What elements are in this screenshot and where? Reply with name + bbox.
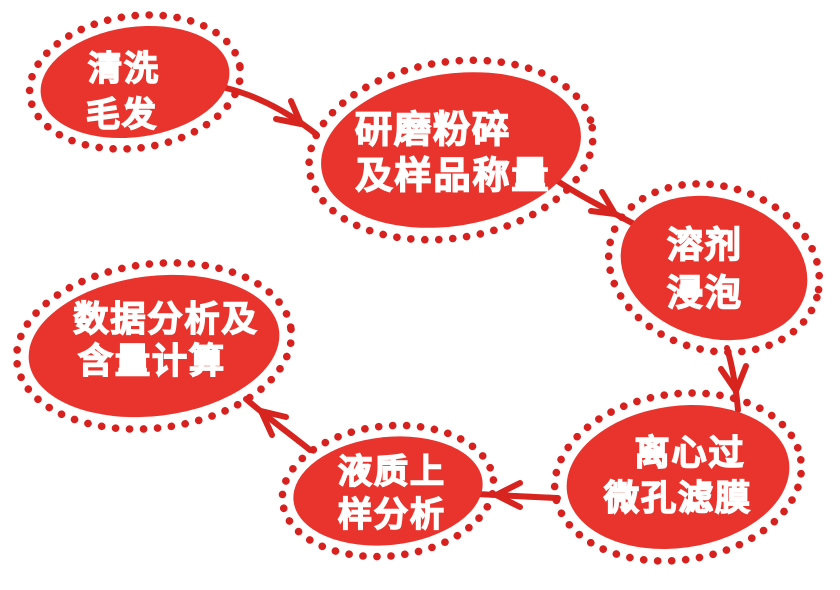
node-shape xyxy=(620,195,808,341)
node-shape xyxy=(293,436,483,546)
flow-node-lcms-analysis: 液质上 样分析 xyxy=(278,421,498,561)
node-dotted-ring xyxy=(278,421,498,561)
node-shape xyxy=(40,25,230,139)
flow-node-solvent-soak: 溶剂 浸泡 xyxy=(604,180,824,356)
arrow-shaft xyxy=(471,491,561,501)
node-label-line1: 溶剂 xyxy=(667,225,743,266)
node-label-line1: 数据分析及 xyxy=(73,300,258,340)
node-dotted-ring xyxy=(550,389,806,565)
node-label-line1: 清洗 xyxy=(88,49,160,89)
node-label-line2: 及样品称量 xyxy=(356,154,551,197)
arrowhead-icon xyxy=(273,98,304,127)
arrow-lcms-analysis-to-data-analysis xyxy=(243,396,313,453)
flow-node-data-analysis: 数据分析及 含量计算 xyxy=(12,259,296,433)
flow-node-centrifuge-filter: 离心过 微孔滤膜 xyxy=(550,389,806,565)
node-dotted-ring xyxy=(25,11,245,153)
node-shape xyxy=(28,274,280,418)
node-label-line1: 研磨粉碎 xyxy=(355,108,511,151)
node-dotted-ring xyxy=(305,56,597,244)
node-shape xyxy=(566,404,790,550)
arrow-wash-hair-to-grind-weigh xyxy=(223,85,319,137)
node-label-line2: 浸泡 xyxy=(667,273,743,314)
arrow-shaft xyxy=(553,177,639,228)
node-label-line2: 微孔滤膜 xyxy=(603,479,752,519)
arrow-shaft xyxy=(223,85,319,137)
arrowhead-icon xyxy=(258,408,289,438)
arrowhead-icon xyxy=(718,363,749,394)
node-shape xyxy=(321,72,581,228)
arrow-grind-weigh-to-solvent-soak xyxy=(553,177,639,228)
arrow-shaft xyxy=(243,396,313,453)
node-label-line1: 离心过 xyxy=(634,433,745,474)
node-dotted-ring xyxy=(12,259,296,433)
node-label-line2: 样分析 xyxy=(338,495,446,535)
flow-node-grind-weigh: 研磨粉碎 及样品称量 xyxy=(305,56,597,244)
node-label-line1: 液质上 xyxy=(338,452,446,492)
node-label-line2: 毛发 xyxy=(86,95,158,135)
flow-node-wash-hair: 清洗 毛发 xyxy=(25,11,245,153)
node-label-line2: 含量计算 xyxy=(78,342,226,382)
node-dotted-ring xyxy=(604,180,824,356)
arrowhead-icon xyxy=(588,189,618,217)
